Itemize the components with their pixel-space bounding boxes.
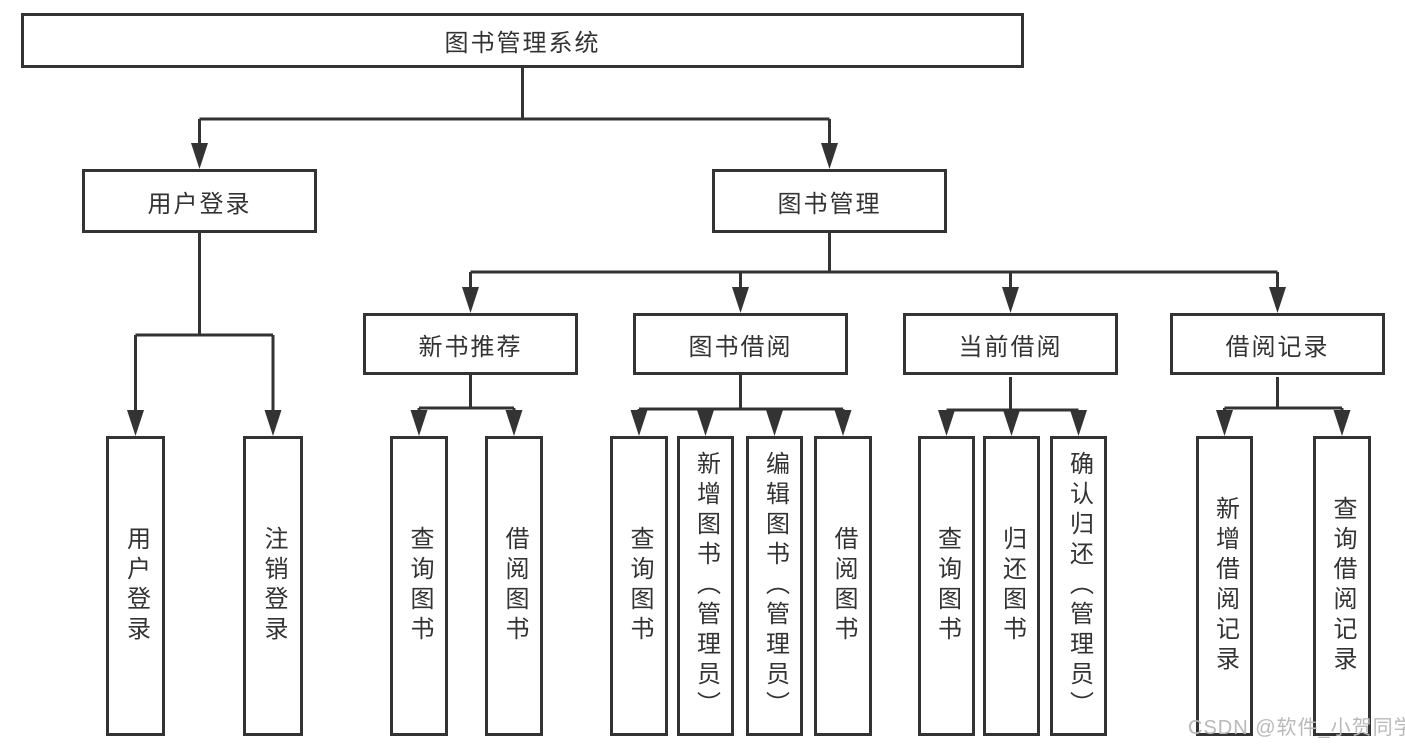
node-book-borrow-label: 图书借阅 (688, 333, 793, 361)
leaf-return-book: 归还图书 (983, 436, 1040, 736)
leaf-borrow-books-recommend: 借阅图书 (485, 436, 543, 736)
leaf-return-book-label: 归还图书 (998, 526, 1026, 646)
leaf-query-borrow-record-label: 查询借阅记录 (1329, 496, 1356, 676)
node-new-book-recommend: 新书推荐 (363, 313, 578, 375)
node-user-login-label: 用户登录 (147, 190, 252, 218)
leaf-borrow-books-recommend-label: 借阅图书 (501, 526, 528, 646)
leaf-add-book-admin: 新增图书（管理员） (677, 436, 734, 736)
leaf-user-login: 用户登录 (106, 436, 165, 736)
leaf-user-login-label: 用户登录 (122, 526, 150, 646)
leaf-query-books-borrow: 查询图书 (610, 436, 668, 736)
node-book-borrow: 图书借阅 (633, 313, 848, 375)
leaf-logout-login: 注销登录 (243, 436, 303, 736)
node-book-management-label: 图书管理 (777, 190, 882, 218)
leaf-confirm-return-admin: 确认归还（管理员） (1050, 436, 1107, 736)
csdn-watermark: CSDN @软件_小贺同学 (1188, 717, 1405, 739)
leaf-borrow-books-label: 借阅图书 (830, 526, 857, 646)
node-book-management: 图书管理 (712, 169, 947, 233)
node-borrow-records-label: 借阅记录 (1225, 333, 1330, 361)
node-current-borrow-label: 当前借阅 (958, 333, 1063, 361)
leaf-query-books-recommend-label: 查询图书 (406, 526, 433, 646)
node-root-label: 图书管理系统 (444, 30, 601, 57)
leaf-confirm-return-admin-label: 确认归还（管理员） (1065, 451, 1093, 721)
leaf-add-borrow-record: 新增借阅记录 (1196, 436, 1253, 736)
node-new-book-recommend-label: 新书推荐 (418, 333, 523, 361)
leaf-query-books-current: 查询图书 (918, 436, 975, 736)
leaf-edit-book-admin: 编辑图书（管理员） (746, 436, 803, 736)
leaf-query-books-current-label: 查询图书 (933, 526, 961, 646)
leaf-query-borrow-record: 查询借阅记录 (1313, 436, 1371, 736)
node-user-login: 用户登录 (82, 169, 317, 233)
leaf-query-books-recommend: 查询图书 (390, 436, 448, 736)
node-current-borrow: 当前借阅 (903, 313, 1118, 375)
leaf-edit-book-admin-label: 编辑图书（管理员） (761, 451, 789, 721)
node-root: 图书管理系统 (21, 13, 1024, 68)
node-borrow-records: 借阅记录 (1170, 313, 1385, 375)
leaf-add-borrow-record-label: 新增借阅记录 (1211, 496, 1239, 676)
leaf-borrow-books: 借阅图书 (814, 436, 872, 736)
leaf-add-book-admin-label: 新增图书（管理员） (692, 451, 720, 721)
leaf-query-books-borrow-label: 查询图书 (626, 526, 653, 646)
leaf-logout-login-label: 注销登录 (260, 526, 287, 646)
